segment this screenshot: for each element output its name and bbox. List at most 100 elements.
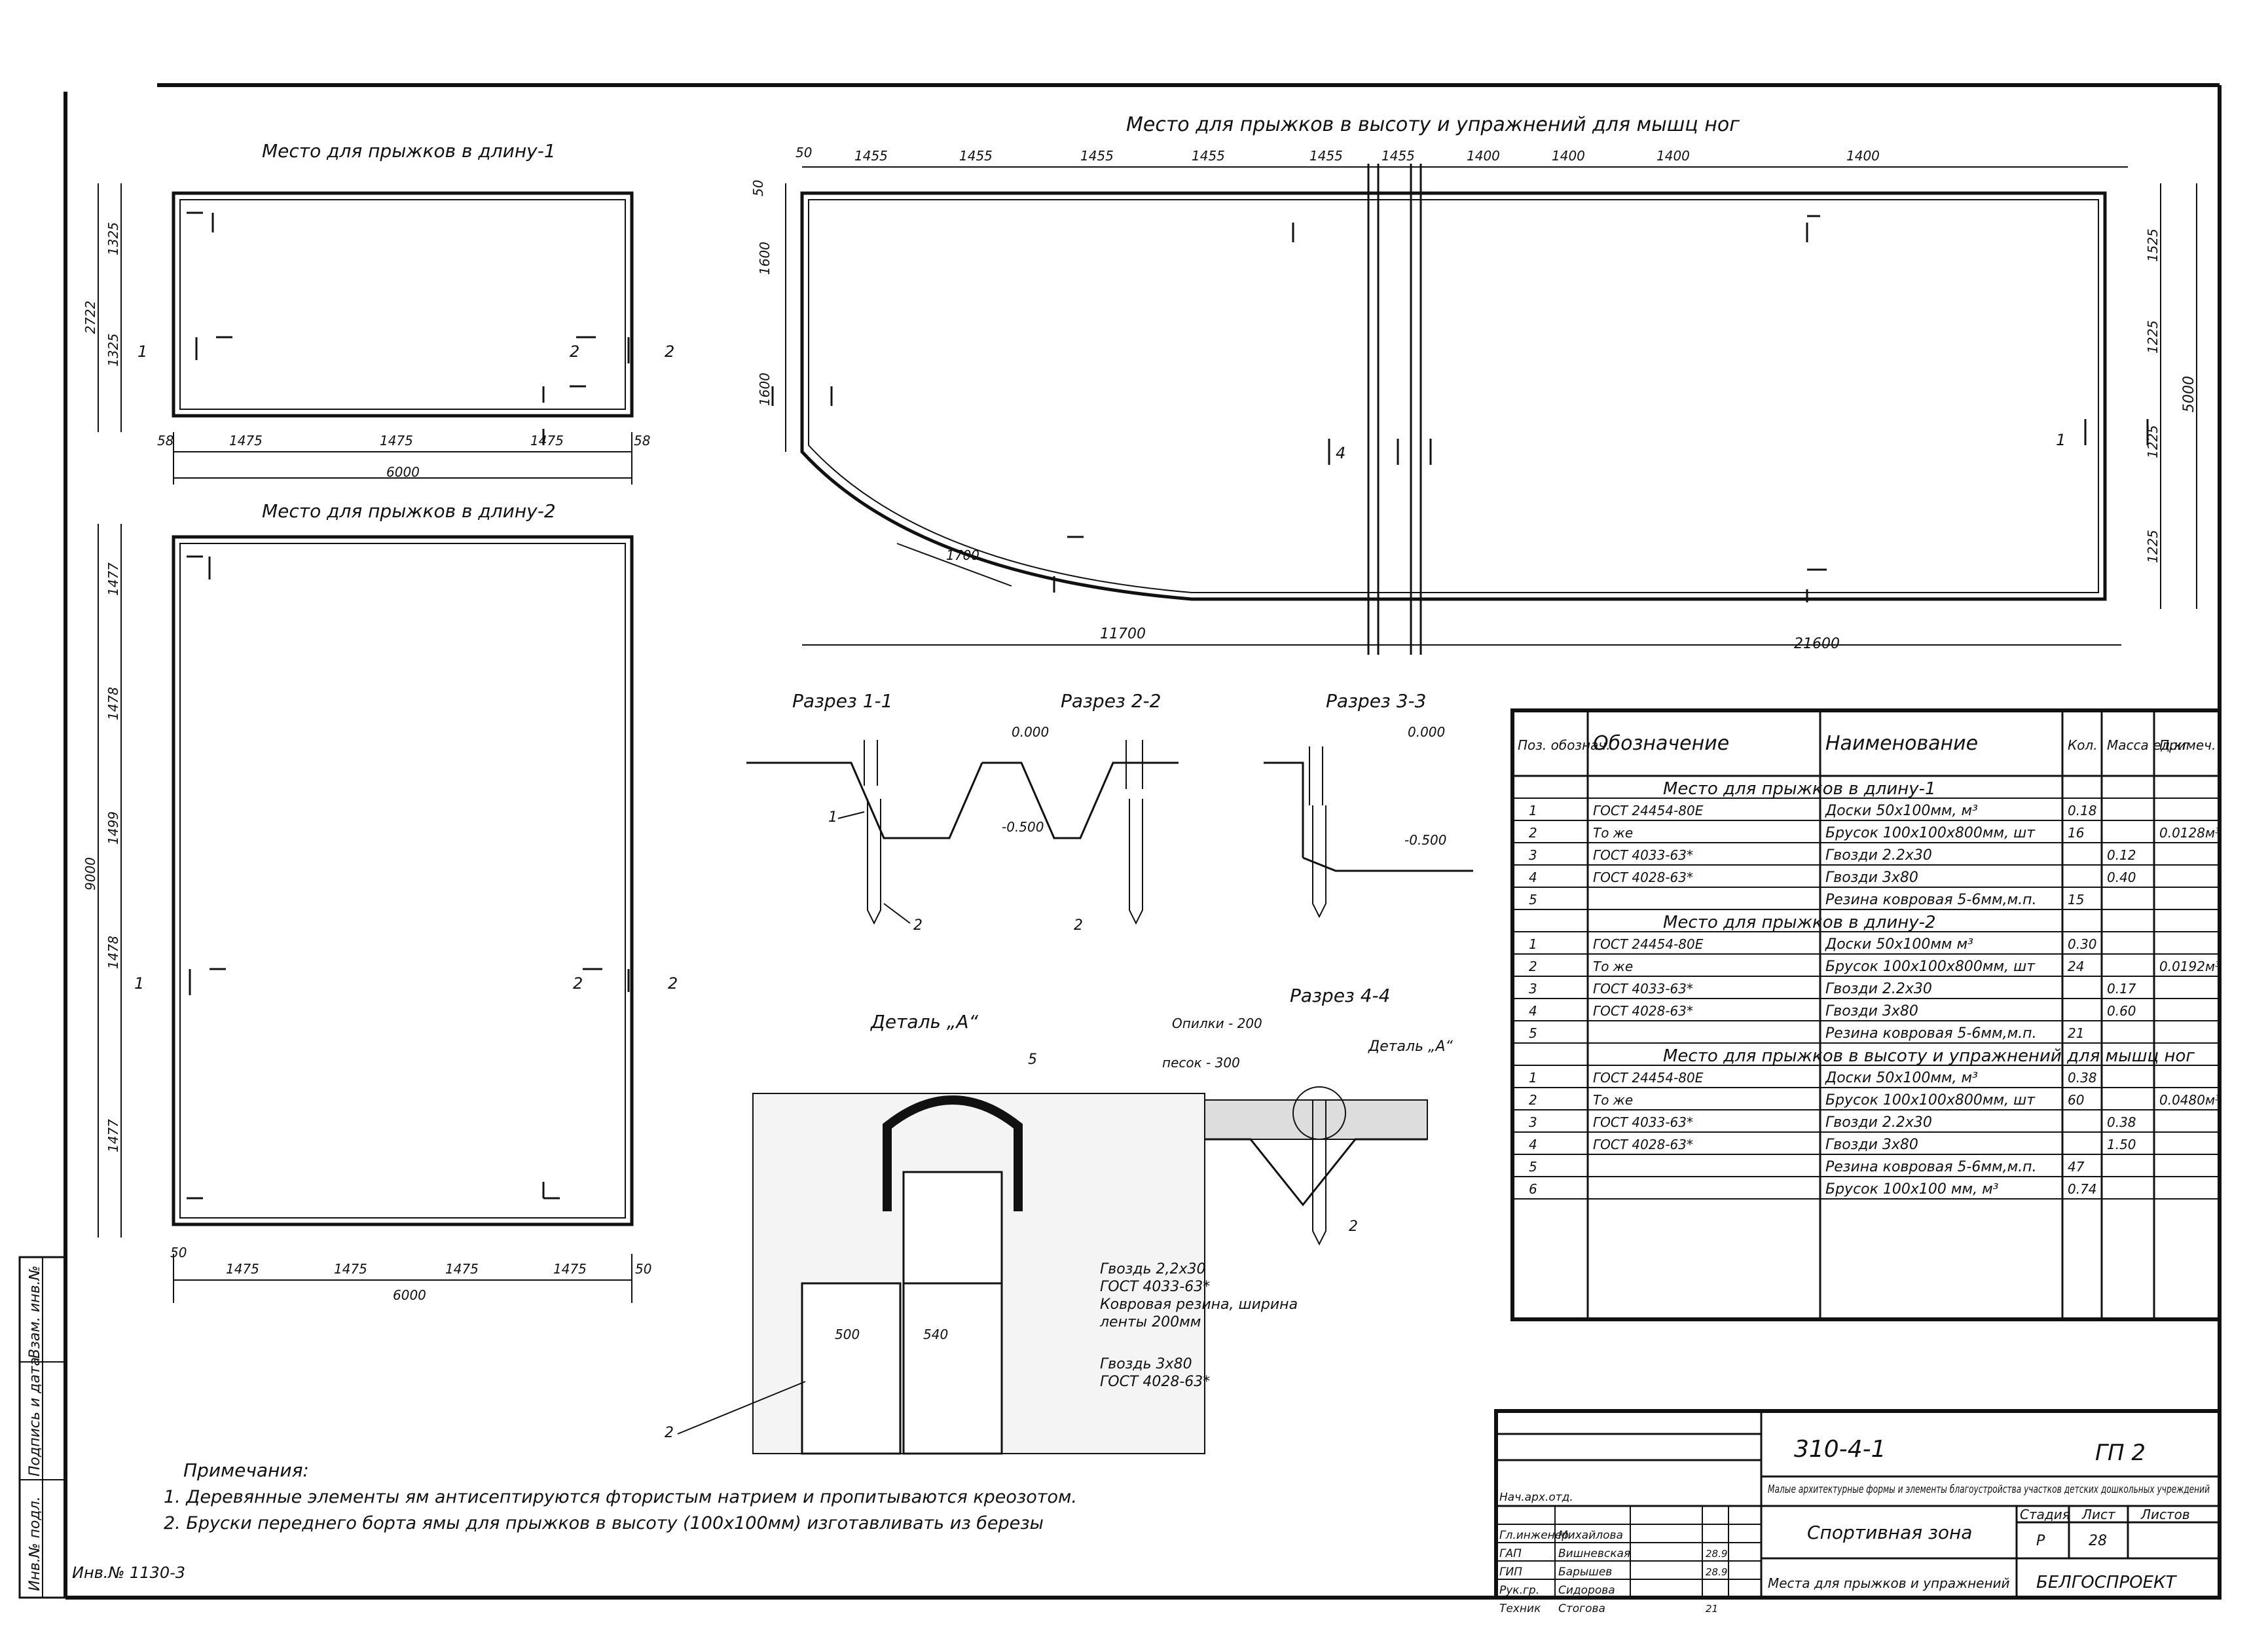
tb-code: 310-4-1 <box>1794 1436 1886 1463</box>
cut-3-3-minus: -0.500 <box>1404 832 1446 848</box>
spec-cell: 0.17 <box>2107 981 2136 997</box>
section-4-4: Разрез 4-4 Опилки - 200 песок - 300 Дета… <box>1162 985 1453 1246</box>
spec-cell: ГОСТ 4028-63* <box>1593 1137 1693 1152</box>
spec-cell: 0.60 <box>2107 1003 2136 1019</box>
svg-text:2: 2 <box>665 1425 674 1441</box>
plan-high-jump: Место для прыжков в высоту и упражнений … <box>750 113 2197 655</box>
spec-cell: 3 <box>1529 847 1537 863</box>
side-stamp: Взам. инв.№ Подпись и дата Инв.№ подл. И… <box>18 1256 185 1599</box>
tb-name: Барышев <box>1558 1566 1612 1579</box>
spec-cell: 0.0480м³ <box>2159 1092 2220 1108</box>
tb-date: 28.9 <box>1706 1548 1727 1560</box>
spec-cell: ГОСТ 24454-80Е <box>1593 803 1704 818</box>
spec-header-5: Примеч. <box>2159 737 2216 753</box>
tb-role: Гл.инженер <box>1499 1529 1569 1542</box>
svg-text:2: 2 <box>570 342 579 361</box>
high-total-y: 5000 <box>2181 376 2197 412</box>
spec-cell: 0.0128м³ <box>2159 825 2220 841</box>
side-swap: Взам. инв.№ <box>27 1266 43 1359</box>
tb-role: ГАП <box>1499 1547 1522 1560</box>
tb-date: 28.9 <box>1706 1566 1727 1578</box>
s44-detail-ref: Деталь „А“ <box>1368 1038 1453 1055</box>
spec-cell: Гвозди 2.2х30 <box>1825 981 1932 997</box>
high-dim-y-left-0: 50 <box>750 180 766 196</box>
spec-cell: Доски 50х100мм м³ <box>1825 936 1973 953</box>
spec-header-0: Поз. обознач. <box>1518 737 1611 753</box>
spec-cell: 3 <box>1529 1114 1537 1130</box>
spec-cell: 0.12 <box>2107 847 2136 863</box>
high-dim-x-10: 1400 <box>1846 148 1880 164</box>
jump2-total-y: 9000 <box>82 857 98 890</box>
jump2-dim-y-1: 1477 <box>105 562 121 596</box>
cut-3-3-zero: 0.000 <box>1408 724 1445 740</box>
spec-cell: То же <box>1593 1092 1633 1108</box>
plan-jump-2-title: Место для прыжков в длину-2 <box>262 500 556 522</box>
high-total-x: 21600 <box>1794 636 1840 652</box>
spec-cell: Брусок 100х100х800мм, шт <box>1825 959 2036 975</box>
spec-header-4: Масса ед.кг <box>2107 737 2189 753</box>
high-dim-x-9: 1400 <box>1656 148 1690 164</box>
high-dim-x-3: 1455 <box>1080 148 1114 164</box>
notes: Примечания: 1. Деревянные элементы ям ан… <box>164 1459 1077 1533</box>
spec-cell: 60 <box>2068 1092 2084 1108</box>
spec-cell: Гвозди 2.2х30 <box>1825 1114 1932 1131</box>
cut-2-2-minus: -0.500 <box>1002 819 1044 835</box>
tb-list-h: Лист <box>2081 1507 2116 1522</box>
tb-org: БЕЛГОСПРОЕКТ <box>2036 1573 2178 1592</box>
spec-cell: 4 <box>1529 870 1537 885</box>
jump1-dim-y-2: 1325 <box>105 333 121 367</box>
detail-note-0: Гвоздь 2,2х30 <box>1100 1261 1206 1277</box>
spec-header-2: Наименование <box>1825 732 1978 755</box>
high-dim-x-7: 1400 <box>1467 148 1500 164</box>
svg-text:2: 2 <box>1349 1219 1358 1235</box>
detail-note-2: Ковровая резина, ширина <box>1100 1296 1298 1313</box>
svg-text:2: 2 <box>1074 917 1083 934</box>
tb-sheet-code: ГП 2 <box>2095 1440 2146 1466</box>
spec-cell: 5 <box>1529 1025 1537 1041</box>
jump2-dim-y-4: 1478 <box>105 936 121 969</box>
spec-cell: Гвозди 2.2х30 <box>1825 847 1932 864</box>
tb-role: Рук.гр. <box>1499 1584 1539 1597</box>
spec-group-title: Место для прыжков в длину-2 <box>1663 913 1936 932</box>
spec-header-3: Кол. <box>2068 737 2098 753</box>
spec-cell: 0.30 <box>2068 936 2097 952</box>
detail-a-title: Деталь „А“ <box>869 1011 979 1033</box>
high-dim-x-1: 1455 <box>854 148 888 164</box>
jump2-dim-x-0: 50 <box>170 1245 187 1260</box>
spec-group-title: Место для прыжков в высоту и упражнений … <box>1663 1046 2195 1066</box>
section-2-2: Разрез 2-2 0.000 -0.500 2 <box>982 690 1179 934</box>
jump1-dim-x-4: 58 <box>634 433 650 449</box>
svg-text:2: 2 <box>913 917 923 934</box>
high-dim-y-left-2: 1600 <box>757 373 773 406</box>
spec-cell: 0.40 <box>2107 870 2136 885</box>
high-left-len: 11700 <box>1100 626 1146 642</box>
svg-text:2: 2 <box>668 974 678 993</box>
plan-high-title: Место для прыжков в высоту и упражнений … <box>1126 113 1740 136</box>
tb-name: Вишневская <box>1558 1547 1630 1560</box>
tb-lists-h: Листов <box>2140 1507 2190 1522</box>
detail-dim-0: 500 <box>835 1327 860 1342</box>
spec-cell: 5 <box>1529 1159 1537 1175</box>
side-inv: Инв.№ подл. <box>27 1496 43 1591</box>
spec-cell: 1 <box>1529 936 1537 952</box>
tb-sheet-title: Спортивная зона <box>1807 1522 1972 1543</box>
notes-item-1: 1. Деревянные элементы ям антисептируютс… <box>164 1487 1077 1507</box>
detail-note-5: ГОСТ 4028-63* <box>1100 1374 1210 1390</box>
jump1-dim-x-3: 1475 <box>530 433 564 449</box>
jump2-dim-x-3: 1475 <box>445 1261 479 1277</box>
spec-cell: 1 <box>1529 803 1537 818</box>
jump1-total-x: 6000 <box>386 464 420 480</box>
tb-role: Техник <box>1499 1602 1541 1615</box>
plan-jump-1-title: Место для прыжков в длину-1 <box>262 140 556 162</box>
tb-name: Стогова <box>1558 1602 1605 1615</box>
plan-jump-2: Место для прыжков в длину-2 50 1475 1475… <box>82 500 678 1303</box>
spec-cell: 2 <box>1529 959 1537 974</box>
detail-a: Деталь „А“ 500 540 5 2 Гвоздь 2,2х30 ГОС… <box>665 1011 1298 1455</box>
high-dim-y-right-1: 1225 <box>2145 320 2161 354</box>
spec-cell: 0.74 <box>2068 1181 2097 1197</box>
spec-cell: 0.38 <box>2068 1070 2097 1086</box>
section-1-1: Разрез 1-1 1 2 <box>746 690 983 934</box>
spec-cell: Брусок 100х100х800мм, шт <box>1825 825 2036 841</box>
detail-note-4: Гвоздь 3х80 <box>1100 1356 1192 1372</box>
